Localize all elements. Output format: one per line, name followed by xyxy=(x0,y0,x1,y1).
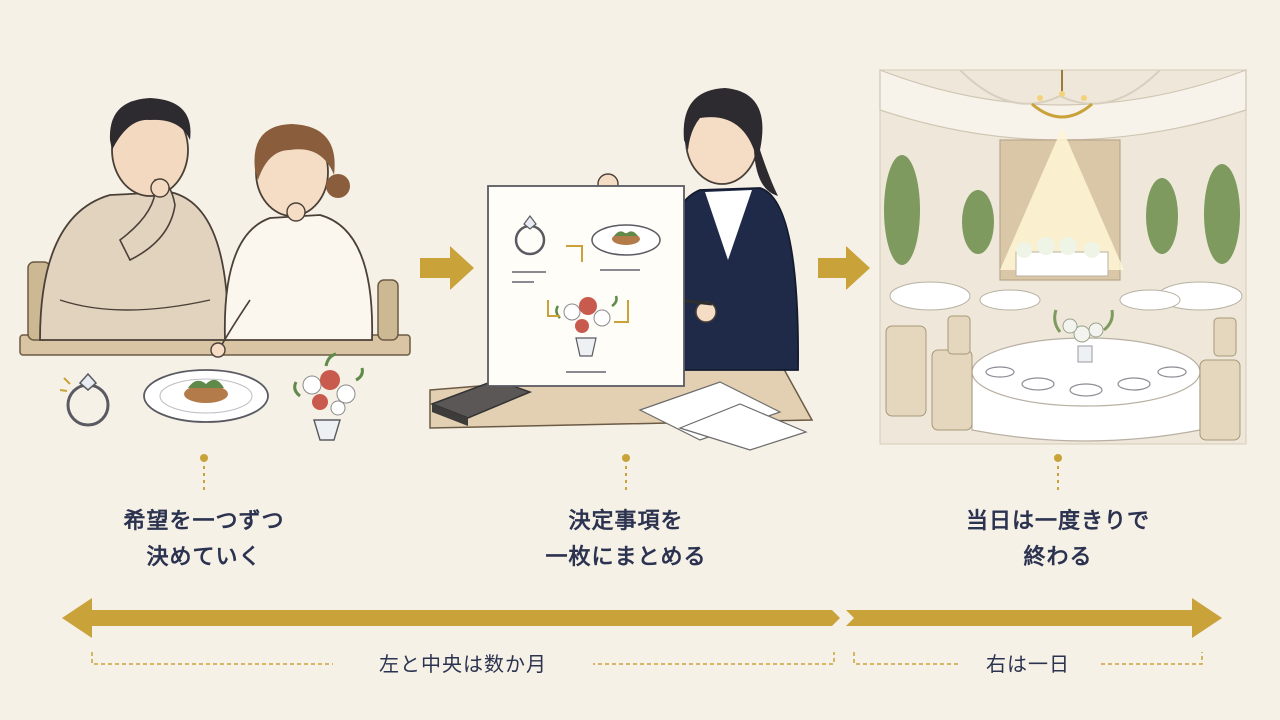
woman-figure xyxy=(210,124,374,358)
step-caption-1-line2: 決めていく xyxy=(146,545,262,570)
dinner-plate-icon xyxy=(591,224,661,256)
round-table xyxy=(971,309,1201,442)
step-caption-3-line2: 終わる xyxy=(1023,545,1093,570)
summary-board xyxy=(487,185,685,387)
step-caption-3: 当日は一度きりで 終わる xyxy=(938,504,1178,576)
left-range-label: 左と中央は数か月 xyxy=(333,651,593,677)
panel-banquet-hall xyxy=(879,69,1247,445)
step-caption-3-line1: 当日は一度きりで xyxy=(965,509,1150,534)
timeline-arrow-left-span xyxy=(62,598,840,638)
document-papers-icon xyxy=(638,381,782,441)
timeline-arrow-right-span xyxy=(846,598,1222,638)
flower-bouquet-icon xyxy=(293,352,364,441)
dinner-plate-icon xyxy=(143,369,269,423)
man-figure xyxy=(39,98,229,341)
next-step-arrow-1 xyxy=(420,246,474,290)
panel-couple-planning xyxy=(19,98,411,441)
chandelier-icon xyxy=(1031,70,1093,119)
decorative-trees xyxy=(884,155,1240,265)
next-step-arrow-2 xyxy=(818,246,870,290)
panel-planner-summary xyxy=(429,88,814,451)
ring-icon xyxy=(514,215,546,256)
planner-figure xyxy=(597,88,799,371)
step-caption-1-line1: 希望を一つずつ xyxy=(123,509,285,534)
step-caption-2: 決定事項を 一枚にまとめる xyxy=(506,504,746,576)
flower-bouquet-icon xyxy=(555,295,618,357)
caption-connectors xyxy=(203,466,1059,490)
step-caption-1: 希望を一つずつ 決めていく xyxy=(84,504,324,576)
step-caption-2-line1: 決定事項を xyxy=(568,509,684,534)
step-caption-2-line2: 一枚にまとめる xyxy=(545,545,707,570)
ring-icon xyxy=(59,372,110,427)
right-range-label: 右は一日 xyxy=(958,651,1098,677)
